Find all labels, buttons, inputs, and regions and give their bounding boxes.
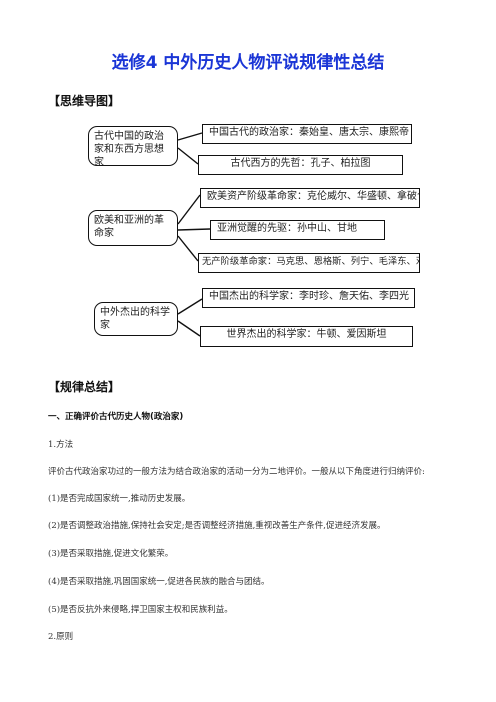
- method-label: 1.方法: [48, 440, 74, 450]
- page-title: 选修4 中外历史人物评说规律性总结: [111, 53, 385, 73]
- group-scientists: 中外杰出的科学家: [94, 302, 178, 336]
- criterion-1: (1)是否完成国家统一,推动历史发展。: [48, 494, 191, 504]
- leaf-ancient-western-sages: 古代西方的先哲：孔子、柏拉图: [198, 155, 403, 175]
- criterion-3: (3)是否采取措施,促进文化繁荣。: [48, 549, 174, 559]
- leaf-ancient-chinese-politicians: 中国古代的政治家：秦始皇、唐太宗、康熙帝: [202, 124, 412, 144]
- mind-map-connectors: [177, 132, 211, 337]
- leaf-asian-pioneers: 亚洲觉醒的先驱：孙中山、甘地: [210, 220, 385, 240]
- criterion-5: (5)是否反抗外来侵略,捍卫国家主权和民族利益。: [48, 605, 233, 615]
- summary-heading: 【规律总结】: [48, 380, 121, 394]
- leaf-proletarian-revolutionaries: 无产阶级革命家：马克思、恩格斯、列宁、毛泽东、邓小平: [198, 253, 420, 273]
- mindmap-heading: 【思维导图】: [48, 94, 121, 108]
- group-ancient-politicians-thinkers: 古代中国的政治家和东西方思想家: [88, 126, 178, 168]
- criterion-4: (4)是否采取措施,巩固国家统一,促进各民族的融合与团结。: [48, 577, 270, 587]
- method-intro: 评价古代政治家功过的一般方法为结合政治家的活动一分为二地评价。一般从以下角度进行…: [48, 467, 425, 477]
- leaf-bourgeois-revolutionaries: 欧美资产阶级革命家：克伦威尔、华盛顿、拿破仑: [200, 188, 420, 208]
- leaf-chinese-scientists: 中国杰出的科学家：李时珍、詹天佑、李四光: [202, 288, 415, 308]
- principle-label: 2.原则: [48, 632, 74, 642]
- criterion-2: (2)是否调整政治措施,保持社会安定;是否调整经济措施,重视改善生产条件,促进经…: [48, 521, 386, 531]
- leaf-world-scientists: 世界杰出的科学家：牛顿、爱因斯坦: [200, 326, 413, 347]
- section1-heading: 一、正确评价古代历史人物(政治家): [48, 412, 184, 422]
- mind-map: 古代中国的政治家和东西方思想家 中国古代的政治家：秦始皇、唐太宗、康熙帝 古代西…: [80, 116, 420, 361]
- group-revolutionaries: 欧美和亚洲的革命家: [88, 210, 178, 246]
